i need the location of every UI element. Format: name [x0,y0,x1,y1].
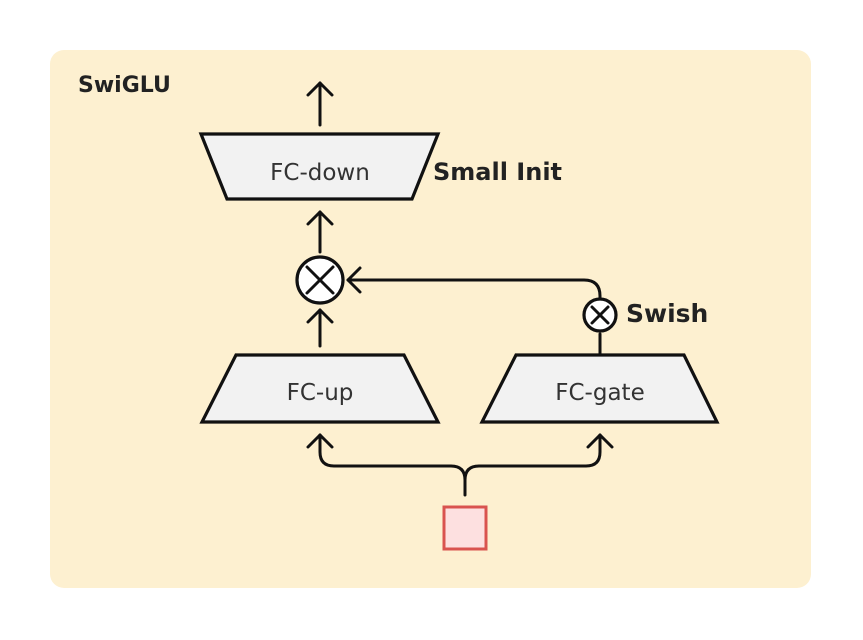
fc-up-to-multiply-arrow [306,308,334,348]
gate-to-multiply-arrow [346,266,602,300]
fc-up-block: FC-up [199,353,441,424]
output-arrow [306,81,334,127]
fc-up-label: FC-up [287,380,354,406]
fc-down-block: FC-down [198,132,441,201]
multiply-to-fc-down-arrow [306,210,334,254]
swish-operator [582,297,618,333]
fc-down-label: FC-down [270,160,370,186]
fc-gate-block: FC-gate [479,353,720,424]
fc-gate-label: FC-gate [555,380,644,406]
small-init-label: Small Init [433,158,562,186]
input-split-arrows [306,433,614,497]
gate-multiply-operator [295,255,345,305]
diagram-title: SwiGLU [78,73,171,98]
input-token-box [442,505,488,551]
swish-label: Swish [626,299,708,328]
